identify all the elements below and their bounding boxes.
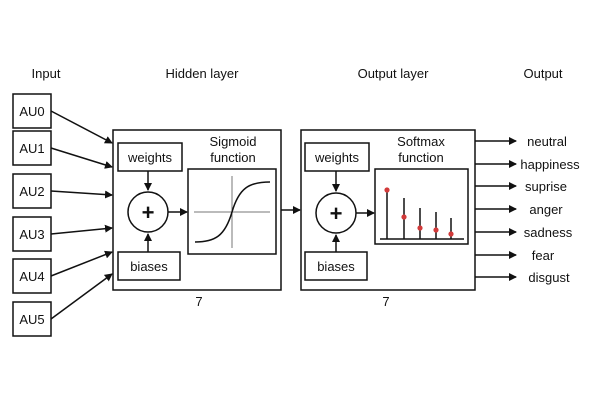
output-label-sadness: sadness (524, 225, 573, 240)
output-label-neutral: neutral (527, 134, 567, 149)
input-units: AU0 AU1 AU2 AU3 AU4 AU5 (12, 93, 52, 337)
input-arrow-au3 (50, 224, 113, 235)
input-arrow-au0 (50, 110, 113, 144)
input-label-au2: AU2 (19, 184, 44, 199)
input-box-au4 (12, 258, 52, 294)
output-biases-box (304, 251, 368, 281)
sigmoid-title-line2: function (210, 150, 256, 165)
input-box-au5 (12, 301, 52, 337)
input-arrow-au2 (50, 190, 113, 199)
input-box-au0 (12, 93, 52, 129)
softmax-plot-box (374, 168, 469, 245)
hidden-plus-icon: + (142, 200, 155, 225)
softmax-marker-3 (417, 225, 423, 231)
output-header: Output (523, 66, 562, 81)
input-box-au2 (12, 173, 52, 209)
softmax-marker-1 (384, 187, 390, 193)
output-label-disgust: disgust (528, 270, 570, 285)
input-arrow-au4 (50, 250, 113, 277)
output-label-suprise: suprise (525, 179, 567, 194)
output-weights-label: weights (314, 150, 360, 165)
softmax-marker-5 (448, 231, 454, 237)
sigmoid-curve (194, 181, 271, 243)
input-arrow-au5 (50, 273, 113, 320)
output-label-anger: anger (529, 202, 563, 217)
output-layer: weights + biases Softmax function (300, 129, 476, 291)
softmax-marker-2 (401, 214, 407, 220)
output-arrows (475, 137, 517, 281)
input-box-au1 (12, 130, 52, 166)
softmax-title-line1: Softmax (397, 134, 445, 149)
hidden-biases-box (117, 251, 181, 281)
input-label-au3: AU3 (19, 227, 44, 242)
softmax-marker-4 (433, 227, 439, 233)
hidden-biases-label: biases (130, 259, 168, 274)
input-label-au5: AU5 (19, 312, 44, 327)
sigmoid-title-line1: Sigmoid (210, 134, 257, 149)
output-layer-size: 7 (382, 294, 389, 309)
output-plus-icon: + (330, 201, 343, 226)
softmax-plot (380, 187, 464, 240)
input-arrows (50, 110, 113, 320)
hidden-weights-box (117, 142, 183, 172)
input-arrow-au1 (50, 147, 113, 169)
input-label-au4: AU4 (19, 269, 44, 284)
output-labels: neutral happiness suprise anger sadness … (520, 134, 580, 285)
input-label-au1: AU1 (19, 141, 44, 156)
output-label-happiness: happiness (520, 157, 580, 172)
input-label-au0: AU0 (19, 104, 44, 119)
output-layer-header: Output layer (358, 66, 429, 81)
output-weights-box (304, 142, 370, 172)
output-label-fear: fear (532, 248, 555, 263)
hidden-layer-header: Hidden layer (166, 66, 240, 81)
input-header: Input (32, 66, 61, 81)
hidden-layer-size: 7 (195, 294, 202, 309)
softmax-title-line2: function (398, 150, 444, 165)
sigmoid-plot (194, 176, 271, 248)
hidden-weights-label: weights (127, 150, 173, 165)
hidden-layer: weights + biases Sigmoid function (112, 129, 282, 291)
output-biases-label: biases (317, 259, 355, 274)
